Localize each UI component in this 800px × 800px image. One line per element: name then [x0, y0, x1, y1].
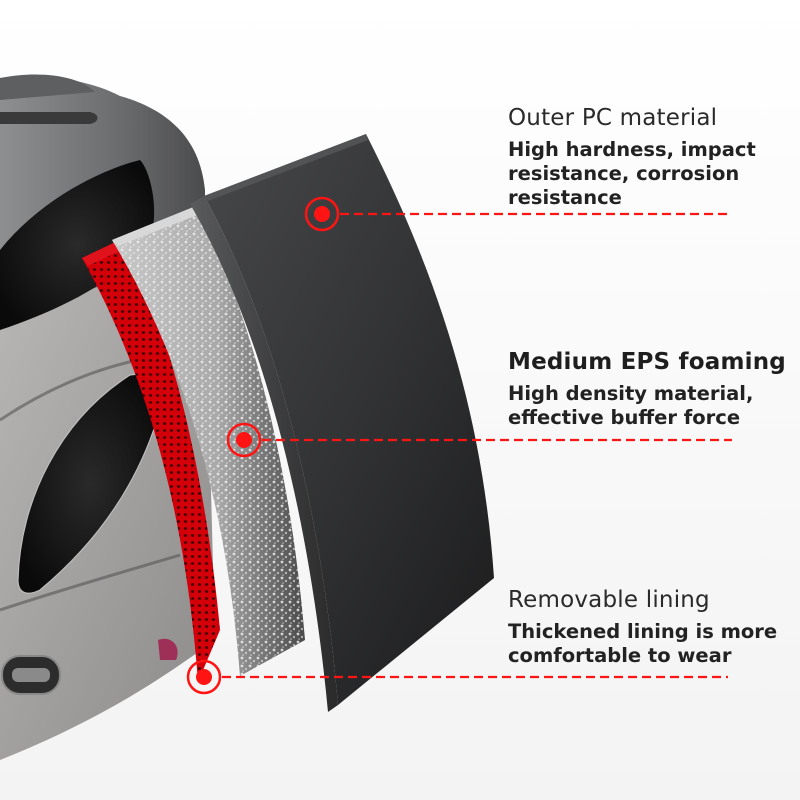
callout-title: Removable lining — [508, 587, 710, 613]
description-line: High hardness, impact — [508, 138, 756, 161]
eps-foam-layer — [112, 206, 305, 676]
callout-description: High hardness, impact resistance, corros… — [508, 138, 756, 210]
description-line: effective buffer force — [508, 406, 741, 429]
callout-title: Medium EPS foaming — [508, 349, 786, 375]
target-marker-icon — [304, 196, 340, 232]
description-line: comfortable to wear — [508, 644, 732, 667]
callout-description: High density material, effective buffer … — [508, 382, 786, 430]
target-marker-icon — [186, 659, 222, 695]
description-line: resistance, corrosion — [508, 162, 740, 185]
description-line: High density material, — [508, 382, 754, 405]
callout-eps-foaming: Medium EPS foaming High density material… — [508, 348, 786, 430]
outer-shell-layer — [190, 134, 494, 712]
target-marker-icon — [226, 422, 262, 458]
callout-removable-lining: Removable lining Thickened lining is mor… — [508, 586, 777, 668]
leader-lines — [222, 212, 732, 679]
description-line: resistance — [508, 186, 622, 209]
description-line: Thickened lining is more — [508, 620, 778, 643]
callout-title: Outer PC material — [508, 105, 718, 131]
callout-description: Thickened lining is more comfortable to … — [508, 620, 777, 668]
callout-outer-pc: Outer PC material High hardness, impact … — [508, 104, 756, 210]
